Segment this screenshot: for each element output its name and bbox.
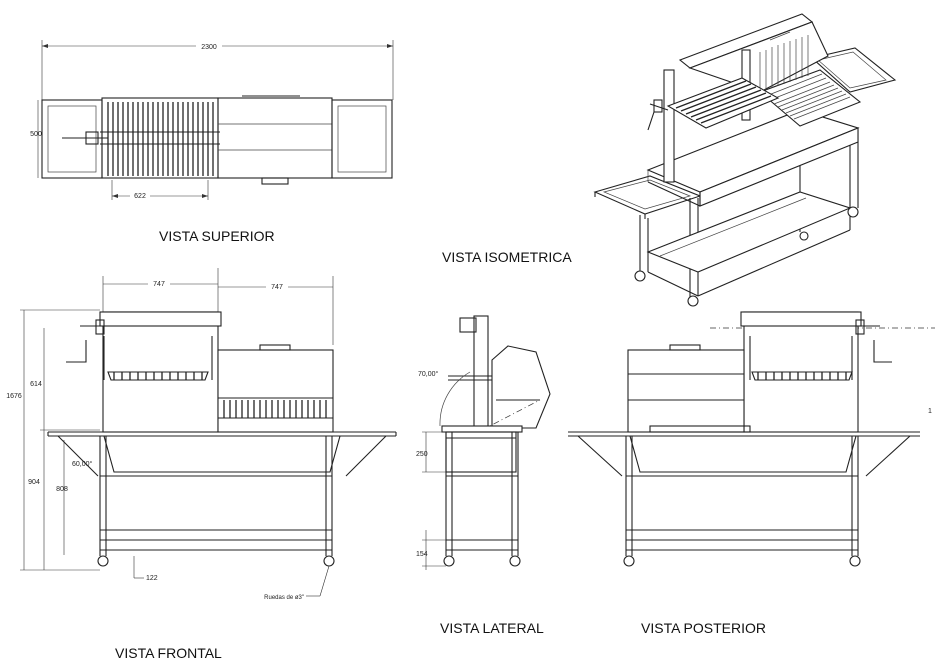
iso-grill-bars [765,73,851,120]
front-view: 747 747 1676 614 904 808 60,00° [6,268,397,601]
dim-60deg: 60,00° [72,460,93,468]
label-vista-lateral: VISTA LATERAL [440,620,544,636]
rear-view: 1 [568,311,935,567]
iso-hood-ribs [759,35,809,92]
label-vista-isometrica: VISTA ISOMETRICA [442,249,572,265]
dim-2300: 2300 [201,44,217,51]
label-vista-posterior: VISTA POSTERIOR [641,620,766,636]
dim-904: 904 [28,479,40,486]
isometric-view [593,13,897,307]
dim-808: 808 [56,486,68,493]
dim-122: 122 [146,575,158,582]
rear-spit-grill [751,371,853,381]
dim-70deg: 70,00° [418,370,439,378]
dim-614: 614 [30,381,42,388]
wheels-note: Ruedas de ø3" [264,595,304,601]
dim-rear-cut: 1 [928,408,932,415]
top-view: 2300 [30,40,394,200]
label-vista-superior: VISTA SUPERIOR [159,228,275,244]
dim-747-right: 747 [271,284,283,291]
dim-747-left: 747 [153,281,165,288]
dim-500: 500 [30,131,42,138]
front-grill-bars [223,400,327,418]
iso-spit-bars [675,80,772,124]
label-vista-frontal: VISTA FRONTAL [115,645,222,661]
dim-622: 622 [134,193,146,200]
front-spit-grill [107,371,209,381]
dim-154: 154 [416,551,428,558]
dim-250: 250 [416,451,428,458]
top-grill-bars [107,102,214,176]
dim-1676: 1676 [6,393,22,400]
side-view: 70,00° 250 154 [416,315,551,570]
